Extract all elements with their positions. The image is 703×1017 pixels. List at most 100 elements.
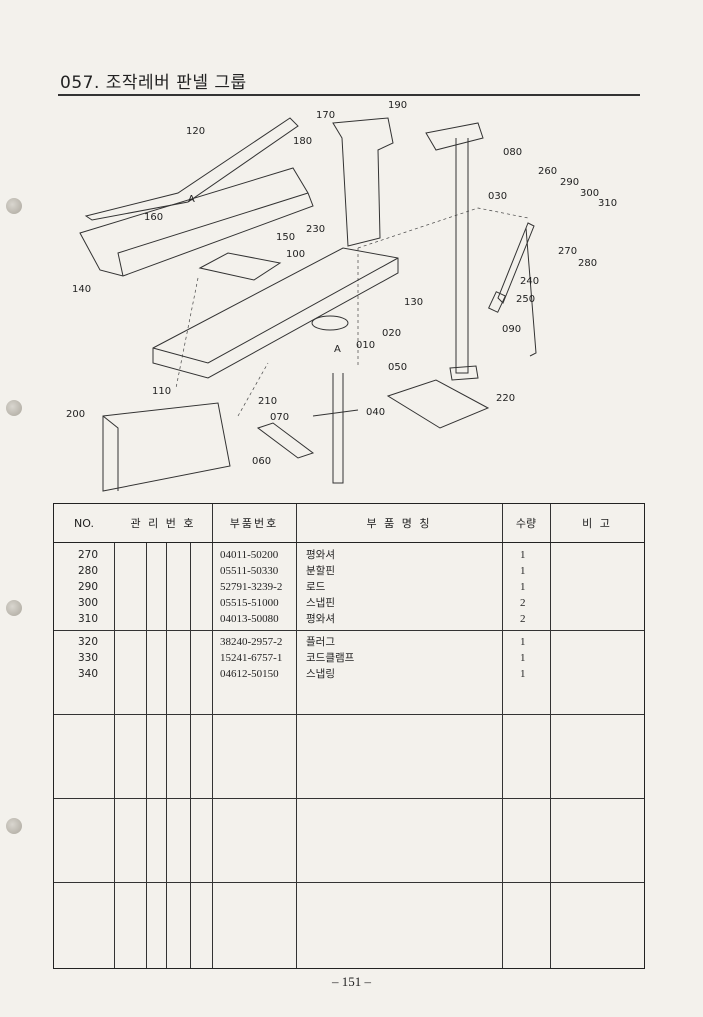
part-callout: 090	[502, 324, 521, 335]
part-callout: 310	[598, 198, 617, 209]
leader-line	[237, 362, 269, 417]
row-part-no: 05515-51000	[220, 597, 279, 609]
col-divider	[166, 504, 167, 968]
col-divider	[114, 504, 115, 968]
exploded-parts-diagram: 190170120180080260290300310030A160230150…	[66, 100, 617, 492]
part-callout: 160	[144, 212, 163, 223]
row-no: 270	[78, 549, 99, 561]
binder-hole	[6, 600, 22, 616]
header-mgmt-no: 관 리 번 호	[114, 504, 212, 542]
table-row: 330 15241-6757-1 코드클램프 1	[54, 650, 644, 666]
part-plate	[198, 252, 282, 281]
table-row: 290 52791-3239-2 로드 1	[54, 579, 644, 595]
part-callout: 050	[388, 362, 407, 373]
part-callout: 080	[503, 147, 522, 158]
row-part-name: 분할핀	[306, 565, 335, 577]
row-no: 300	[78, 597, 99, 609]
table-row: 300 05515-51000 스냅핀 2	[54, 595, 644, 611]
binder-hole	[6, 198, 22, 214]
row-part-name: 평와셔	[306, 549, 335, 561]
col-divider	[212, 504, 213, 968]
header-no: NO.	[74, 516, 94, 530]
part-callout: 120	[186, 126, 205, 137]
row-qty: 1	[520, 668, 526, 680]
part-callout: 150	[276, 232, 295, 243]
part-callout: 140	[72, 284, 91, 295]
part-callout: 040	[366, 407, 385, 418]
row-qty: 2	[520, 613, 526, 625]
row-no: 290	[78, 581, 99, 593]
row-no: 310	[78, 613, 99, 625]
part-post	[455, 138, 469, 374]
part-callout: 060	[252, 456, 271, 467]
col-divider	[190, 504, 191, 968]
table-row: 310 04013-50080 평와셔 2	[54, 611, 644, 627]
row-part-no: 38240-2957-2	[220, 636, 283, 648]
part-top-cover	[84, 117, 299, 221]
row-part-name: 로드	[306, 581, 326, 593]
row-no: 340	[78, 668, 99, 680]
row-part-no: 05511-50330	[220, 565, 279, 577]
row-qty: 1	[520, 652, 526, 664]
row-no: 330	[78, 652, 99, 664]
header-qty: 수량	[515, 517, 537, 530]
part-bracket	[332, 117, 394, 247]
row-part-no: 04013-50080	[220, 613, 279, 625]
row-qty: 1	[520, 565, 526, 577]
parts-table: NO. 관 리 번 호 부품번호 부 품 명 칭 수량 비 고 270 0401…	[53, 503, 645, 969]
part-frame-edge	[152, 257, 399, 364]
part-callout: 240	[520, 276, 539, 287]
header-part-no: 부품번호	[229, 517, 279, 530]
title-rule	[58, 94, 640, 96]
page-number: – 151 –	[332, 974, 371, 989]
row-part-name: 코드클램프	[306, 652, 355, 664]
table-row: 340 04612-50150 스냅링 1	[54, 666, 644, 682]
row-part-no: 04612-50150	[220, 668, 279, 680]
col-divider	[550, 504, 551, 968]
part-callout: 220	[496, 393, 515, 404]
part-frame	[152, 247, 399, 379]
row-part-name: 플러그	[306, 636, 335, 648]
part-callout: 100	[286, 249, 305, 260]
part-lever-knob	[488, 291, 506, 313]
group-divider	[54, 714, 644, 715]
row-part-no: 04011-50200	[220, 549, 279, 561]
part-callout: 170	[316, 110, 335, 121]
leader-line	[175, 277, 199, 389]
part-callout: 230	[306, 224, 325, 235]
group-divider	[54, 882, 644, 883]
part-callout: 020	[382, 328, 401, 339]
table-row: 270 04011-50200 평와셔 1	[54, 547, 644, 563]
table-row: 280 05511-50330 분할핀 1	[54, 563, 644, 579]
header-part-name: 부 품 명 칭	[366, 517, 432, 530]
part-callout: 190	[388, 100, 407, 111]
part-callout: 280	[578, 258, 597, 269]
part-callout: 180	[293, 136, 312, 147]
part-post-foot	[449, 365, 479, 381]
row-part-name: 평와셔	[306, 613, 335, 625]
part-callout: 260	[538, 166, 557, 177]
part-callout: 300	[580, 188, 599, 199]
part-callout: 110	[152, 386, 171, 397]
part-front-panel-edge	[117, 192, 309, 277]
row-part-no: 15241-6757-1	[220, 652, 283, 664]
part-column-arm	[312, 409, 359, 417]
part-bar	[256, 422, 315, 459]
table-row: 320 38240-2957-2 플러그 1	[54, 634, 644, 650]
col-divider	[296, 504, 297, 968]
row-no: 280	[78, 565, 99, 577]
part-callout: A	[188, 194, 195, 205]
part-callout: 210	[258, 396, 277, 407]
table-header: NO. 관 리 번 호 부품번호 부 품 명 칭 수량 비 고	[54, 504, 644, 543]
part-side-cover-edge	[102, 415, 119, 491]
binder-hole	[6, 400, 22, 416]
part-column	[332, 373, 344, 484]
part-callout: 250	[516, 294, 535, 305]
row-qty: 1	[520, 636, 526, 648]
header-remark: 비 고	[582, 517, 612, 530]
part-callout: 130	[404, 297, 423, 308]
part-callout: 290	[560, 177, 579, 188]
group-divider	[54, 630, 644, 631]
part-frame-hole	[311, 315, 349, 331]
